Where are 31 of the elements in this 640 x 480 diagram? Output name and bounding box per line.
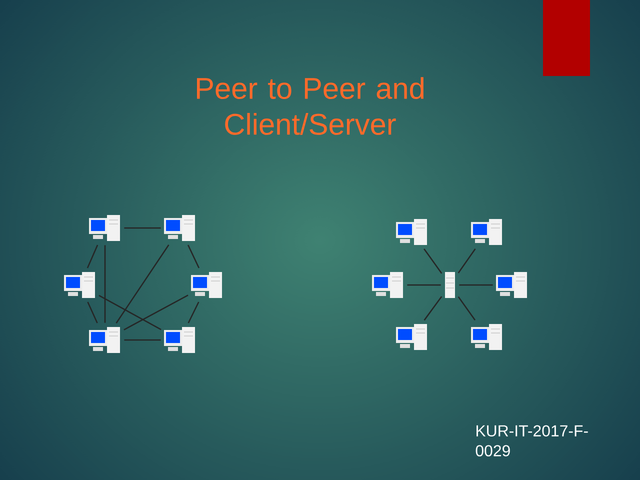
computer-icon: [372, 272, 403, 298]
connection-line: [98, 294, 162, 330]
connection-line: [124, 294, 188, 330]
connection-line: [87, 302, 98, 324]
computer-icon: [396, 324, 427, 350]
connection-line: [424, 248, 442, 274]
computer-icon: [89, 215, 120, 241]
computer-icon: [396, 219, 427, 245]
computer-icon: [496, 272, 527, 298]
connection-line: [124, 339, 161, 341]
connection-line: [458, 296, 476, 321]
connection-line: [188, 302, 200, 324]
computer-icon: [471, 219, 502, 245]
computer-icon: [64, 272, 95, 298]
computer-icon: [164, 215, 195, 241]
computer-icon: [471, 324, 502, 350]
title: Peer to Peer and Client/Server: [196, 77, 424, 135]
computer-icon: [191, 272, 222, 298]
connection-line: [407, 284, 441, 286]
connection-line: [424, 296, 442, 321]
connection-line: [124, 227, 161, 229]
connection-line: [458, 248, 476, 274]
connection-line: [86, 244, 98, 268]
connection-line: [116, 244, 170, 324]
document-code: KUR-IT-2017-F-0029: [476, 425, 588, 456]
computer-icon: [164, 327, 195, 353]
server-icon: [445, 272, 455, 298]
connection-line: [187, 244, 200, 268]
computer-icon: [89, 327, 120, 353]
connection-line: [459, 284, 493, 286]
connection-line: [104, 245, 106, 323]
